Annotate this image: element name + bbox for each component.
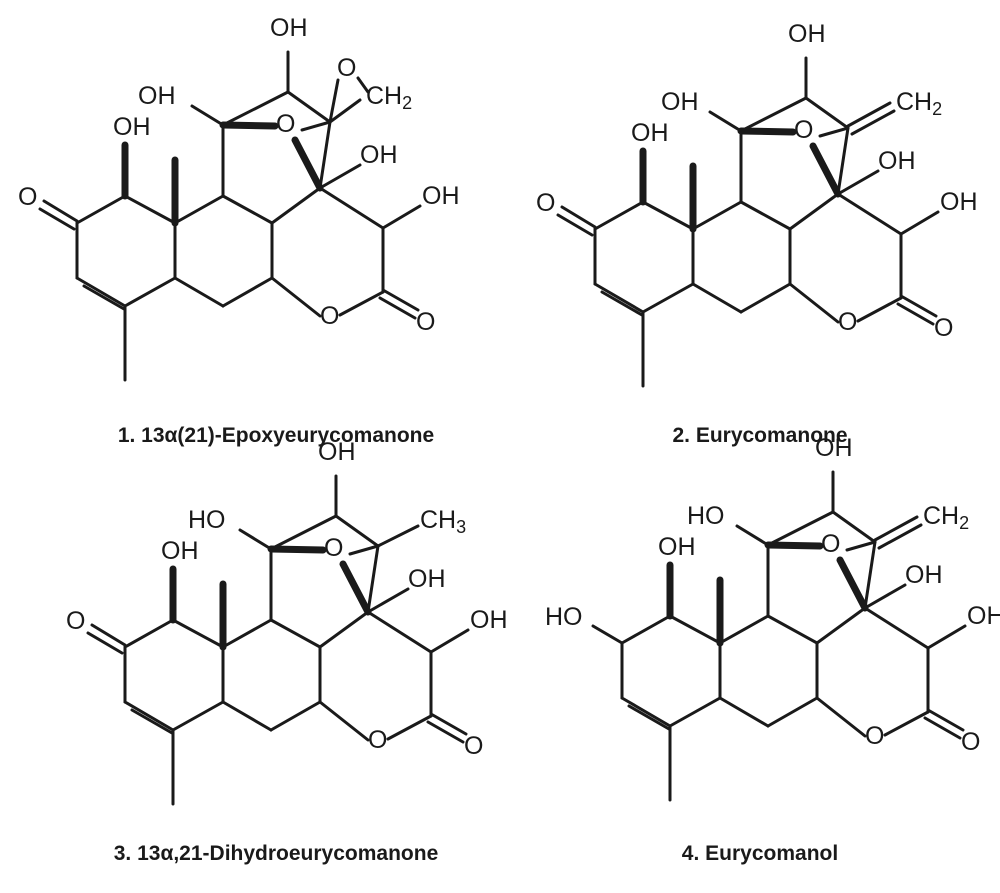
label-o-bridge: O [794,116,813,144]
label-oh-top: OH [318,438,356,466]
atom-labels-compound-3: OH HO OH O O CH3 OH OH O O [66,438,508,760]
label-oh-top: OH [788,20,826,48]
label-o-carbonyl: O [416,308,435,336]
label-o-ketone: O [66,607,85,635]
bonds-compound-4 [591,470,967,802]
bonds-compound-2 [556,56,940,388]
caption-compound-4: 4. Eurycomanol [681,842,839,865]
label-o-bridge: O [324,534,343,562]
label-oh-c1: OH [631,119,669,147]
label-oh-c14: OH [360,141,398,169]
bonds-compound-3 [86,474,470,806]
label-o-lactone: O [838,308,857,336]
label-oh-c14: OH [878,147,916,175]
label-ho-c2: HO [545,603,583,631]
label-ch2: CH2 [896,88,942,119]
label-oh-c11: HO [188,506,226,534]
atom-labels-compound-4: OH HO OH HO O CH2 OH OH O O [545,434,1000,756]
label-oh-top: OH [270,14,308,42]
label-oh-top: OH [815,434,853,462]
label-o-carbonyl: O [464,732,483,760]
atom-labels-compound-2: OH OH OH O O CH2 OH OH O O [536,20,978,342]
label-o-carbonyl: O [961,728,980,756]
label-o-lactone: O [320,302,339,330]
label-oh-c15: OH [940,188,978,216]
atom-labels-compound-1: OH OH OH O O O CH2 OH OH O O [18,14,460,336]
label-oh-c15: OH [422,182,460,210]
label-ch2: CH2 [923,502,969,533]
label-oh-c11: OH [138,82,176,110]
label-o-carbonyl: O [934,314,953,342]
label-oh-c15: OH [470,606,508,634]
label-ch2: CH2 [366,82,412,113]
label-o-lactone: O [368,726,387,754]
label-oh-c1: OH [113,113,151,141]
label-oh-c14: OH [905,561,943,589]
label-ch3: CH3 [420,506,466,537]
label-o-epoxide: O [337,54,356,82]
label-oh-c11: OH [661,88,699,116]
label-oh-c1: OH [658,533,696,561]
label-o-bridge: O [821,530,840,558]
label-o-ketone: O [18,183,37,211]
label-oh-c15: OH [967,602,1000,630]
label-o-bridge: O [276,110,295,138]
label-oh-c14: OH [408,565,446,593]
bonds-compound-1 [38,50,422,382]
label-o-lactone: O [865,722,884,750]
caption-compound-2: 2. Eurycomanone [672,424,848,447]
label-oh-c11: HO [687,502,725,530]
label-oh-c1: OH [161,537,199,565]
caption-compound-3: 3. 13α,21-Dihydroeurycomanone [113,842,439,865]
caption-compound-1: 1. 13α(21)-Epoxyeurycomanone [117,424,435,447]
label-o-ketone: O [536,189,555,217]
